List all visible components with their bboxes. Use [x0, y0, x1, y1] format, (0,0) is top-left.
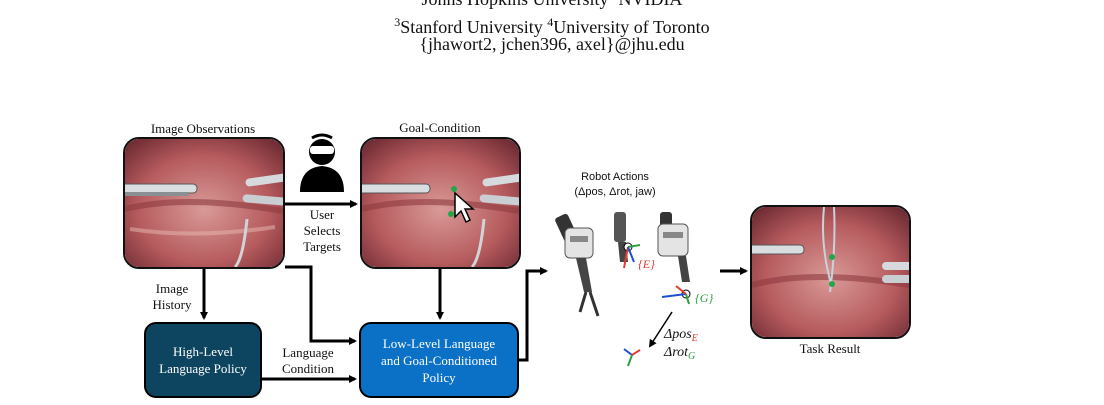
delta-arrow [648, 311, 673, 348]
user-icon [300, 133, 344, 192]
high-level-line-1: High-Level [173, 344, 233, 359]
high-level-language-policy-box: High-Level Language Policy [144, 322, 262, 398]
low-level-line-3: Policy [422, 369, 456, 385]
robot-instrument-1 [555, 213, 600, 317]
affiliation-superscript-3: 3 [394, 15, 401, 29]
language-condition-word-2: Condition [281, 361, 334, 376]
goal-condition-caption: Goal-Condition [399, 120, 481, 135]
image-observations-caption: Image Observations [150, 121, 256, 136]
task-result-photo [750, 205, 911, 339]
low-level-line-1: Low-Level Language [382, 335, 496, 351]
arrow-lowlevel-to-actions [519, 267, 548, 362]
image-history-label: Image History [142, 281, 202, 313]
goal-condition-photo [360, 137, 521, 269]
affiliation-line-1: Johns Hopkins University ²NVIDIA [0, 0, 1104, 10]
delta-pos-label: ΔposE [663, 327, 698, 344]
arrow-obs-to-lowlevel [285, 265, 357, 345]
affiliation-toronto: University of Toronto [553, 17, 710, 37]
author-emails: {jhawort2, jchen396, axel}@jhu.edu [419, 34, 685, 54]
language-condition-label: Language Condition [272, 345, 344, 377]
affiliation-line-2: 3Stanford University 4University of Toro… [0, 11, 1104, 38]
language-condition-word-1: Language [282, 345, 334, 360]
low-level-policy-box: Low-Level Language and Goal-Conditioned … [359, 322, 519, 398]
image-history-word-2: History [152, 297, 192, 312]
robot-instrument-3 [657, 212, 691, 305]
frame-e-label: {E} [638, 257, 655, 271]
affiliation-stanford: Stanford University [400, 17, 548, 37]
user-label-word-3: Targets [303, 239, 341, 254]
user-label-word-2: Selects [303, 223, 341, 238]
robot-actions-title: Robot Actions [581, 171, 649, 183]
image-history-word-1: Image [155, 281, 189, 296]
task-result-caption: Task Result [799, 341, 861, 356]
robot-instrument-2 [614, 212, 641, 269]
high-level-line-2: Language Policy [159, 361, 247, 376]
robot-actions-subtitle: (Δpos, Δrot, jaw) [574, 186, 656, 198]
affiliation-superscript-4: 4 [547, 15, 554, 29]
small-frame-icon [623, 348, 641, 367]
low-level-line-2: and Goal-Conditioned [381, 352, 497, 368]
image-observation-photo [123, 137, 285, 269]
delta-rot-label: ΔrotG [663, 345, 695, 362]
user-label-word-1: User [309, 207, 335, 222]
user-selects-targets-label: User Selects Targets [290, 207, 354, 255]
frame-g-label: {G} [695, 291, 713, 305]
robot-actions-caption: Robot Actions (Δpos, Δrot, jaw) [560, 170, 670, 200]
